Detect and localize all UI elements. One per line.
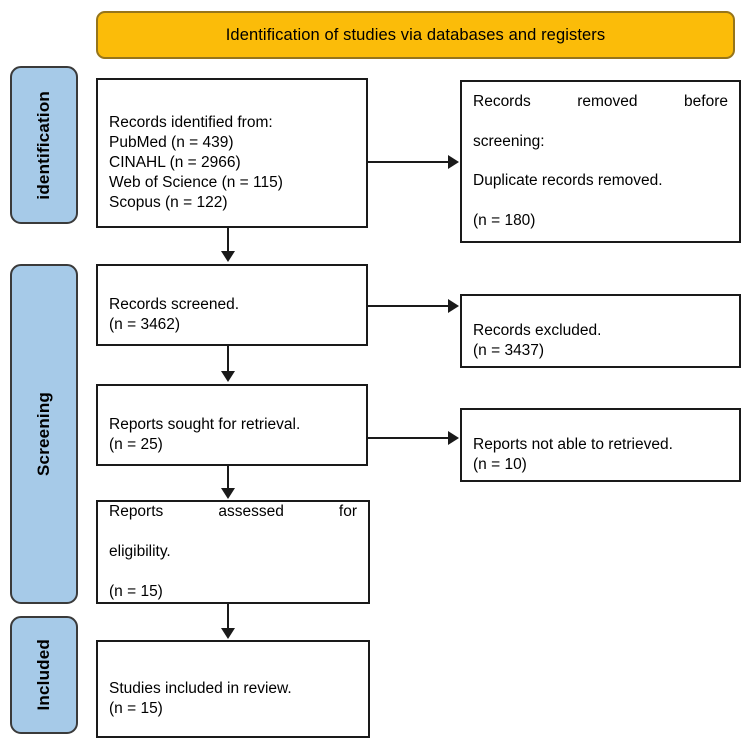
stage-label-screening-text: Screening (34, 392, 53, 476)
box-reports-not-retrieved-line2: (n = 10) (473, 455, 527, 473)
arrowhead-assessed-to-included (221, 628, 235, 639)
box-records-removed-line1: Records removed before (473, 93, 728, 111)
connector-screened-to-excluded (368, 305, 448, 307)
box-records-identified: Records identified from: PubMed (n = 439… (96, 78, 368, 228)
box-reports-assessed-line3: (n = 15) (109, 582, 163, 600)
arrowhead-screened-to-sought (221, 371, 235, 382)
arrowhead-identified-to-removed (448, 155, 459, 169)
box-reports-assessed-line1: Reports assessed for (109, 503, 357, 521)
box-reports-not-retrieved: Reports not able to retrieved. (n = 10) (460, 408, 741, 482)
box-records-screened: Records screened. (n = 3462) (96, 264, 368, 346)
diagram-header-banner: Identification of studies via databases … (96, 11, 735, 59)
stage-label-screening: Screening (10, 264, 78, 604)
stage-label-included: Included (10, 616, 78, 734)
box-records-identified-line3: CINAHL (n = 2966) (109, 154, 241, 171)
box-reports-assessed-line2: eligibility. (109, 543, 171, 561)
stage-label-identification: identification (10, 66, 78, 224)
stage-label-included-text: Included (34, 639, 53, 711)
arrowhead-sought-to-not-retrieved (448, 431, 459, 445)
box-records-identified-line5: Scopus (n = 122) (109, 193, 228, 211)
diagram-header-title: Identification of studies via databases … (225, 25, 606, 44)
box-records-removed: Records removed before screening: Duplic… (460, 80, 741, 243)
box-studies-included-line2: (n = 15) (109, 699, 163, 717)
box-records-excluded-line2: (n = 3437) (473, 341, 545, 359)
arrowhead-sought-to-assessed (221, 488, 235, 499)
connector-screened-to-sought (227, 346, 229, 373)
connector-identified-to-removed (368, 161, 448, 163)
arrowhead-screened-to-excluded (448, 299, 459, 313)
box-records-removed-line2: screening: (473, 132, 545, 150)
box-reports-sought: Reports sought for retrieval. (n = 25) (96, 384, 368, 466)
box-records-identified-line2: PubMed (n = 439) (109, 134, 234, 152)
box-records-screened-line1: Records screened. (109, 296, 240, 314)
box-records-removed-line3: Duplicate records removed. (473, 172, 663, 190)
box-reports-assessed: Reports assessed for eligibility. (n = 1… (96, 500, 370, 604)
box-reports-not-retrieved-line1: Reports not able to retrieved. (473, 436, 673, 454)
box-studies-included-line1: Studies included in review. (109, 680, 292, 698)
stage-label-identification-text: identification (34, 90, 53, 200)
connector-sought-to-assessed (227, 466, 229, 489)
box-records-identified-line1: Records identified from: (109, 114, 273, 132)
connector-identified-to-screened (227, 228, 229, 253)
box-reports-sought-line1: Reports sought for retrieval. (109, 416, 301, 434)
arrowhead-identified-to-screened (221, 251, 235, 262)
box-records-excluded-line1: Records excluded. (473, 322, 602, 340)
box-records-identified-line4: Web of Science (n = 115) (109, 173, 283, 191)
box-records-removed-line4: (n = 180) (473, 212, 536, 230)
box-records-excluded: Records excluded. (n = 3437) (460, 294, 741, 368)
box-studies-included: Studies included in review. (n = 15) (96, 640, 370, 738)
connector-assessed-to-included (227, 604, 229, 629)
box-records-screened-line2: (n = 3462) (109, 315, 181, 333)
connector-sought-to-not-retrieved (368, 437, 448, 439)
box-reports-sought-line2: (n = 25) (109, 435, 163, 453)
